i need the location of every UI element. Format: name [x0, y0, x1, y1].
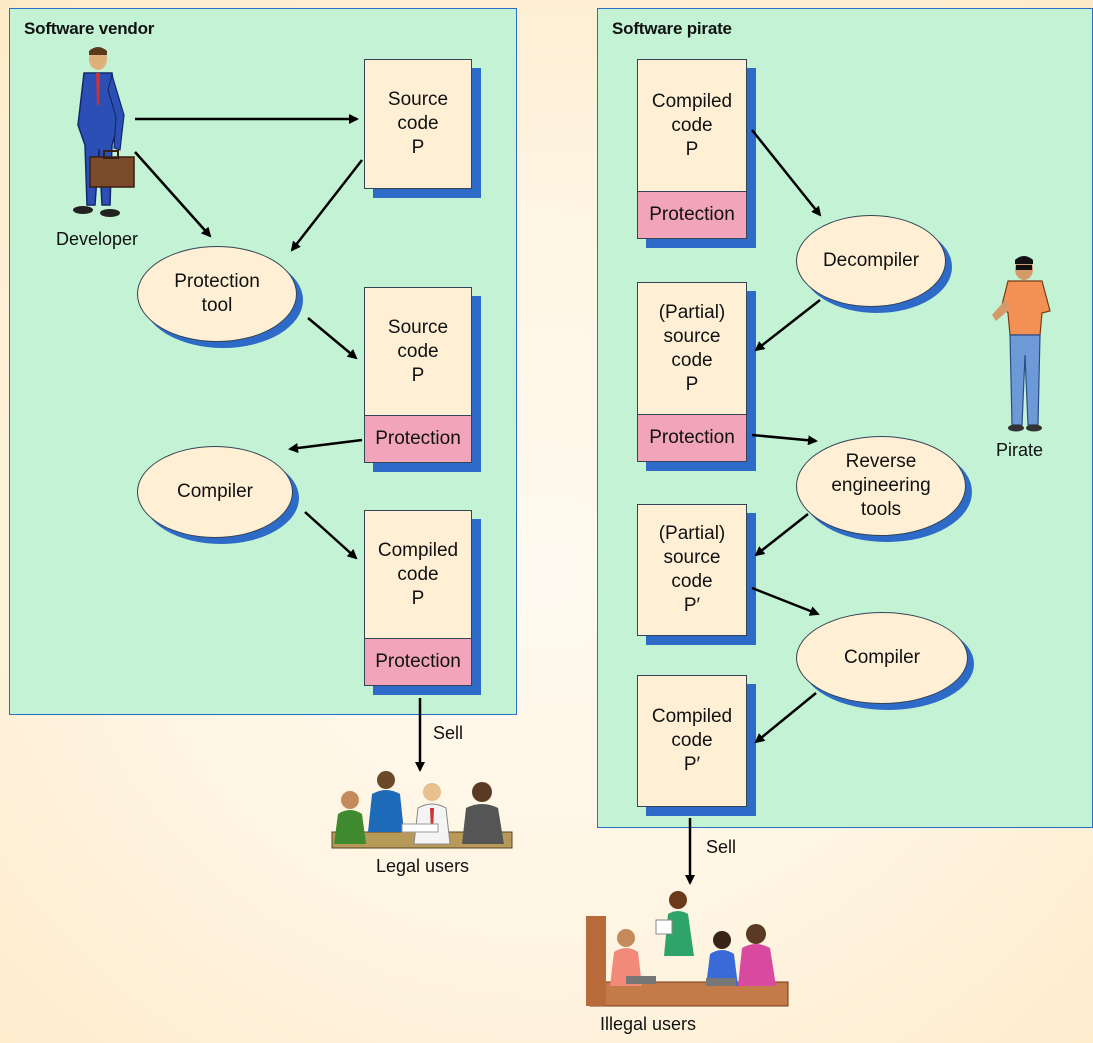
reverse-engineering-label: Reverse engineering tools: [796, 436, 966, 536]
legal-users-icon: [331, 771, 513, 849]
arrow-source-to-tool: [290, 159, 363, 252]
pirate-protection-label-1: Protection: [638, 191, 746, 238]
vendor-compiled-code-label: Compiled code P: [377, 539, 459, 609]
developer-caption: Developer: [56, 229, 139, 249]
pirate-compiled-prime-label: Compiled code P′: [651, 706, 733, 775]
pirate-sell-caption: Sell: [706, 837, 737, 857]
arrow-partial-prime-to-compiler: [751, 586, 820, 616]
pirate-partial-source-box: (Partial) source code P Protection: [637, 282, 747, 462]
pirate-panel-title: Software pirate: [612, 19, 732, 38]
legal-users-caption: Legal users: [376, 856, 470, 876]
protection-tool-label: Protection tool: [137, 246, 297, 342]
pirate-compiled-prime-box: Compiled code P′: [637, 675, 747, 807]
vendor-protection-label-2: Protection: [365, 638, 471, 685]
illegal-users-caption: Illegal users: [600, 1014, 697, 1034]
decompiler-label: Decompiler: [796, 215, 946, 307]
vendor-protected-source-box: Source code P Protection: [364, 287, 472, 463]
vendor-sell-caption: Sell: [433, 723, 464, 743]
arrow-developer-to-tool: [134, 151, 212, 238]
vendor-panel-title: Software vendor: [24, 19, 155, 38]
vendor-source-code-box: Source code P: [364, 59, 472, 189]
vendor-protection-label-1: Protection: [365, 415, 471, 462]
pirate-caption: Pirate: [996, 440, 1044, 460]
decompiler-ellipse: Decompiler: [796, 215, 952, 313]
pirate-compiler-ellipse: Compiler: [796, 612, 974, 710]
arrow-reverse-to-partial-prime: [754, 513, 809, 557]
pirate-partial-source-label: (Partial) source code P: [658, 301, 726, 395]
pirate-partial-source-prime-box: (Partial) source code P′: [637, 504, 747, 636]
protection-tool-ellipse: Protection tool: [137, 246, 303, 348]
vendor-compiler-ellipse: Compiler: [137, 446, 299, 544]
arrow-tool-to-protected-source: [307, 317, 358, 360]
arrow-decompiler-to-partial: [754, 299, 821, 352]
vendor-compiled-code-box: Compiled code P Protection: [364, 510, 472, 686]
illegal-users-icon: [586, 891, 789, 1007]
pirate-compiled-code-box: Compiled code P Protection: [637, 59, 747, 239]
arrow-compiler-to-compiled-prime: [754, 692, 817, 744]
developer-icon: [73, 47, 135, 217]
pirate-partial-source-prime-label: (Partial) source code P′: [658, 523, 726, 616]
arrow-protection-to-reverse: [751, 433, 818, 446]
arrow-compiled-to-decompiler: [751, 129, 822, 217]
pirate-compiler-label: Compiler: [796, 612, 968, 704]
vendor-compiler-label: Compiler: [137, 446, 293, 538]
vendor-protected-source-label: Source code P: [387, 316, 449, 386]
arrow-protected-to-compiler: [288, 438, 363, 453]
reverse-engineering-ellipse: Reverse engineering tools: [796, 436, 972, 542]
vendor-source-code-label: Source code P: [387, 89, 449, 158]
pirate-compiled-code-label: Compiled code P: [651, 90, 733, 160]
pirate-protection-label-2: Protection: [638, 414, 746, 461]
pirate-icon: [992, 256, 1051, 432]
arrow-compiler-to-compiled: [304, 511, 358, 560]
